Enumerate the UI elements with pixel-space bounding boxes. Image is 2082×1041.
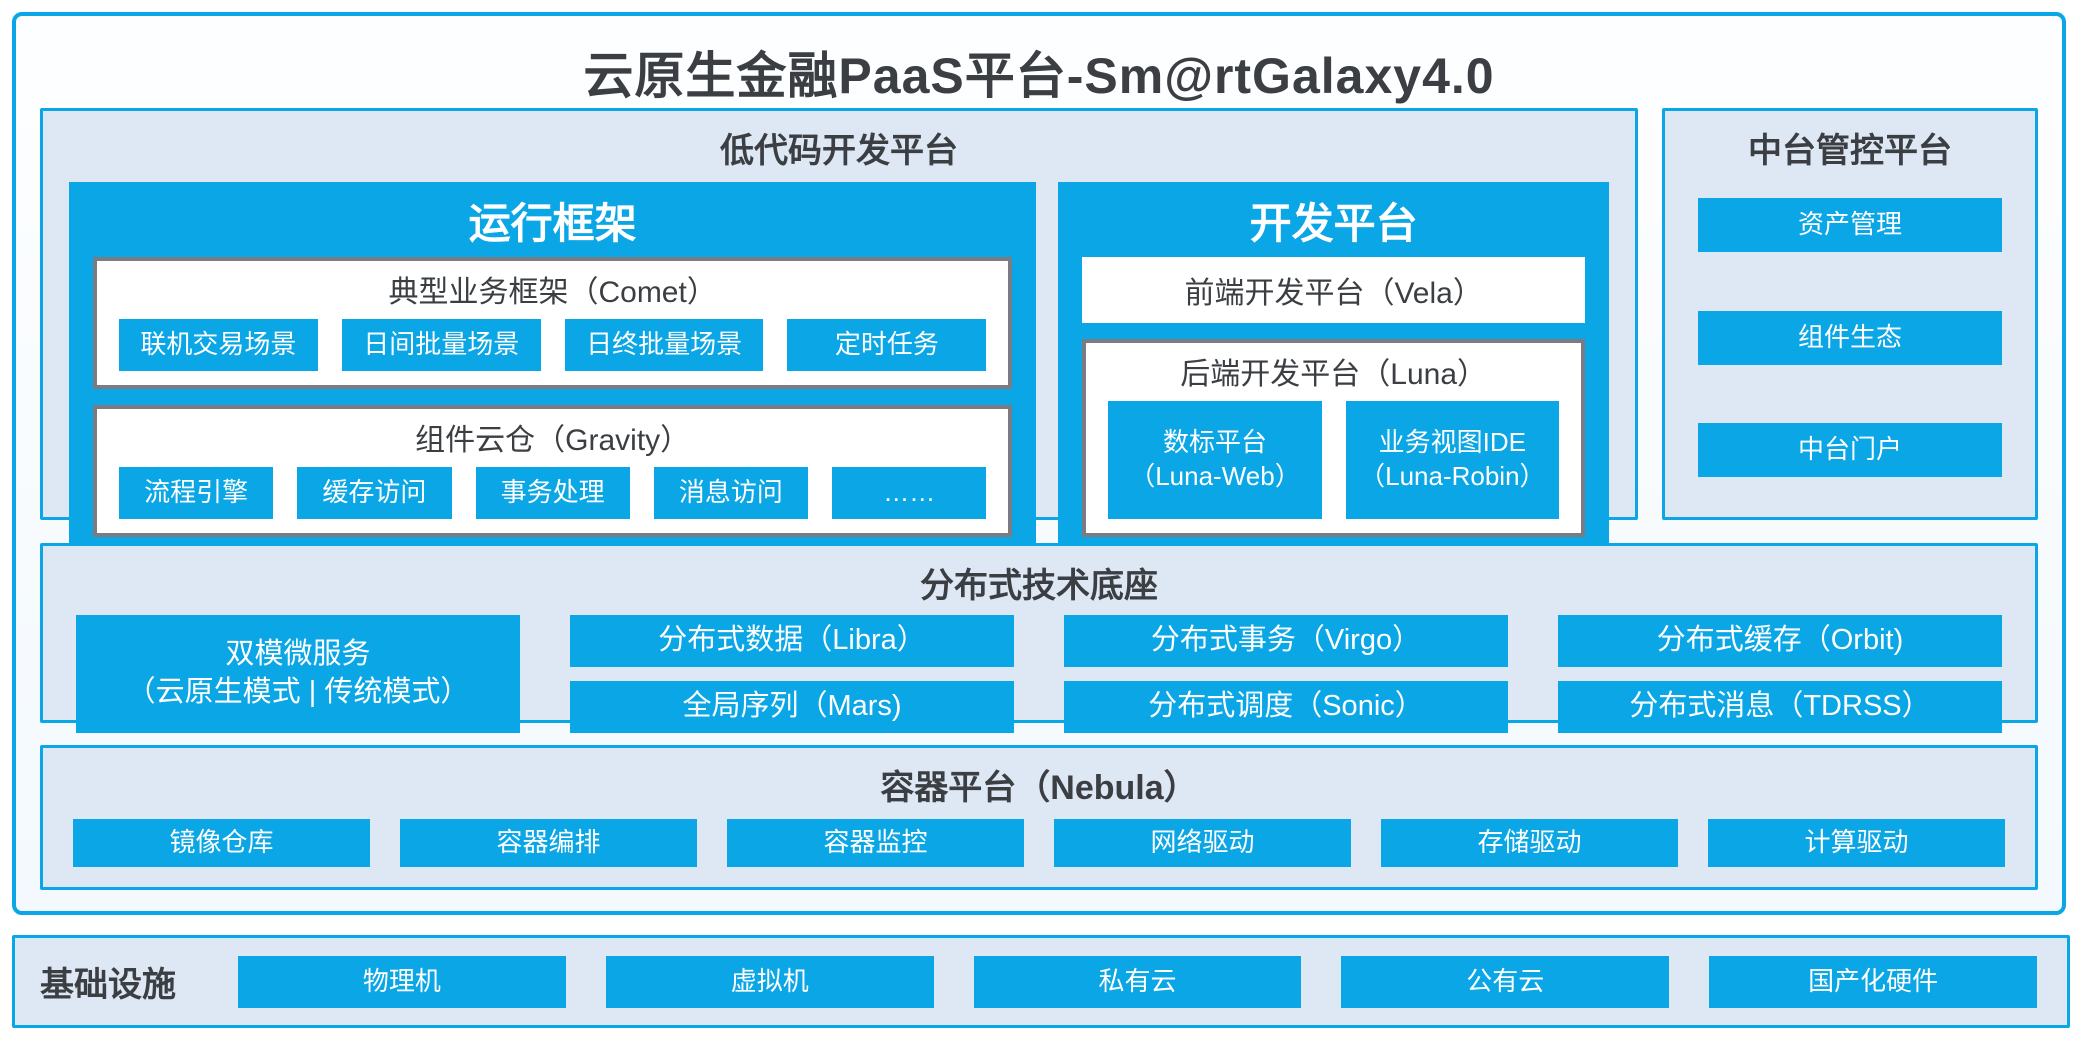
vela-box: 前端开发平台（Vela） xyxy=(1082,257,1585,323)
gravity-item-message-access: 消息访问 xyxy=(653,467,809,519)
dist-item-sequence-mars: 全局序列（Mars) xyxy=(570,681,1014,733)
nebula-item-image-registry: 镜像仓库 xyxy=(73,819,370,867)
luna-item-robin: 业务视图IDE （Luna-Robin） xyxy=(1345,401,1560,519)
dist-item-scheduler-sonic: 分布式调度（Sonic） xyxy=(1064,681,1508,733)
gravity-box: 组件云仓（Gravity） 流程引擎 缓存访问 事务处理 消息访问 …… xyxy=(93,405,1013,537)
dev-platform-block: 开发平台 前端开发平台（Vela） 后端开发平台（Luna） 数标平台 （Lun… xyxy=(1058,182,1609,553)
nebula-item-compute-driver: 计算驱动 xyxy=(1708,819,2005,867)
dist-item-dual-mode-microservice: 双模微服务 （云原生模式 | 传统模式） xyxy=(76,615,520,733)
page-title: 云原生金融PaaS平台-Sm@rtGalaxy4.0 xyxy=(583,48,1495,104)
comet-item-daytime-batch: 日间批量场景 xyxy=(341,319,541,371)
gravity-title: 组件云仓（Gravity） xyxy=(415,424,691,457)
nebula-item-monitoring: 容器监控 xyxy=(727,819,1024,867)
mid-platform-item-component-eco: 组件生态 xyxy=(1698,310,2002,365)
gravity-item-transaction: 事务处理 xyxy=(475,467,630,519)
comet-item-online-trading: 联机交易场景 xyxy=(119,319,318,371)
luna-item-web-line2: （Luna-Web） xyxy=(1129,461,1301,491)
top-row: 低代码开发平台 运行框架 典型业务框架（Comet） 联机交易场景 日间批量场景… xyxy=(40,108,2038,553)
luna-box: 后端开发平台（Luna） 数标平台 （Luna-Web） 业务视图IDE （Lu… xyxy=(1082,339,1585,537)
dist-item-cache-orbit: 分布式缓存（Orbit) xyxy=(1558,615,2002,667)
comet-items-row: 联机交易场景 日间批量场景 日终批量场景 定时任务 xyxy=(97,319,1008,385)
dev-platform-title: 开发平台 xyxy=(1249,200,1418,247)
dual-mode-line1: 双模微服务 xyxy=(225,638,371,671)
mid-platform-panel: 中台管控平台 资产管理 组件生态 中台门户 xyxy=(1662,108,2038,520)
dual-mode-line2: （云原生模式 | 传统模式） xyxy=(126,676,470,708)
luna-item-web-line1: 数标平台 xyxy=(1162,427,1267,458)
dist-item-data-libra: 分布式数据（Libra） xyxy=(570,615,1014,667)
luna-items-row: 数标平台 （Luna-Web） 业务视图IDE （Luna-Robin） xyxy=(1086,401,1581,533)
infra-item-domestic-hardware: 国产化硬件 xyxy=(1709,955,2037,1008)
distributed-base-grid: 双模微服务 （云原生模式 | 传统模式） 分布式数据（Libra） 分布式事务（… xyxy=(76,615,2002,733)
gravity-item-cache-access: 缓存访问 xyxy=(297,467,452,519)
nebula-item-storage-driver: 存储驱动 xyxy=(1381,819,1678,867)
infra-item-physical-machine: 物理机 xyxy=(238,955,566,1008)
dist-item-message-tdrss: 分布式消息（TDRSS） xyxy=(1558,681,2002,733)
container-platform-panel: 容器平台（Nebula） 镜像仓库 容器编排 容器监控 网络驱动 存储驱动 计算… xyxy=(40,745,2038,890)
mid-platform-body: 资产管理 组件生态 中台门户 xyxy=(1698,198,2002,477)
runtime-framework-title: 运行框架 xyxy=(468,200,637,247)
luna-title: 后端开发平台（Luna） xyxy=(1180,358,1488,391)
mid-platform-title: 中台管控平台 xyxy=(1748,132,1952,170)
main-container: 云原生金融PaaS平台-Sm@rtGalaxy4.0 低代码开发平台 运行框架 … xyxy=(12,12,2066,915)
container-platform-row: 镜像仓库 容器编排 容器监控 网络驱动 存储驱动 计算驱动 xyxy=(73,819,2005,867)
dist-item-transaction-virgo: 分布式事务（Virgo） xyxy=(1064,615,1508,667)
infra-item-virtual-machine: 虚拟机 xyxy=(605,955,934,1008)
luna-item-web: 数标平台 （Luna-Web） xyxy=(1108,401,1322,519)
mid-platform-item-asset-mgmt: 资产管理 xyxy=(1698,198,2002,252)
luna-item-robin-line2: （Luna-Robin） xyxy=(1359,461,1546,491)
nebula-item-network-driver: 网络驱动 xyxy=(1054,819,1351,867)
gravity-item-ellipsis: …… xyxy=(832,467,987,519)
gravity-items-row: 流程引擎 缓存访问 事务处理 消息访问 …… xyxy=(97,467,1008,533)
lowcode-platform-body: 运行框架 典型业务框架（Comet） 联机交易场景 日间批量场景 日终批量场景 … xyxy=(69,182,1609,553)
infrastructure-items-row: 物理机 虚拟机 私有云 公有云 国产化硬件 xyxy=(238,955,2037,1008)
gravity-item-process-engine: 流程引擎 xyxy=(119,467,274,519)
luna-item-robin-line1: 业务视图IDE xyxy=(1378,427,1526,458)
infra-item-public-cloud: 公有云 xyxy=(1341,955,1670,1008)
runtime-framework-block: 运行框架 典型业务框架（Comet） 联机交易场景 日间批量场景 日终批量场景 … xyxy=(69,182,1037,553)
comet-item-scheduled-task: 定时任务 xyxy=(787,319,987,371)
nebula-item-orchestration: 容器编排 xyxy=(400,819,697,867)
lowcode-platform-title: 低代码开发平台 xyxy=(720,132,958,170)
comet-item-eod-batch: 日终批量场景 xyxy=(564,319,764,371)
comet-box: 典型业务框架（Comet） 联机交易场景 日间批量场景 日终批量场景 定时任务 xyxy=(93,257,1013,389)
infra-item-private-cloud: 私有云 xyxy=(973,955,1302,1008)
lowcode-platform-panel: 低代码开发平台 运行框架 典型业务框架（Comet） 联机交易场景 日间批量场景… xyxy=(40,108,1638,553)
comet-title: 典型业务框架（Comet） xyxy=(388,276,717,309)
container-platform-title: 容器平台（Nebula） xyxy=(880,769,1198,807)
infrastructure-title: 基础设施 xyxy=(40,966,176,1004)
infrastructure-panel: 基础设施 物理机 虚拟机 私有云 公有云 国产化硬件 xyxy=(12,935,2070,1028)
distributed-base-title: 分布式技术底座 xyxy=(920,567,1158,605)
mid-platform-item-portal: 中台门户 xyxy=(1698,423,2002,477)
distributed-base-panel: 分布式技术底座 双模微服务 （云原生模式 | 传统模式） 分布式数据（Libra… xyxy=(40,543,2038,733)
